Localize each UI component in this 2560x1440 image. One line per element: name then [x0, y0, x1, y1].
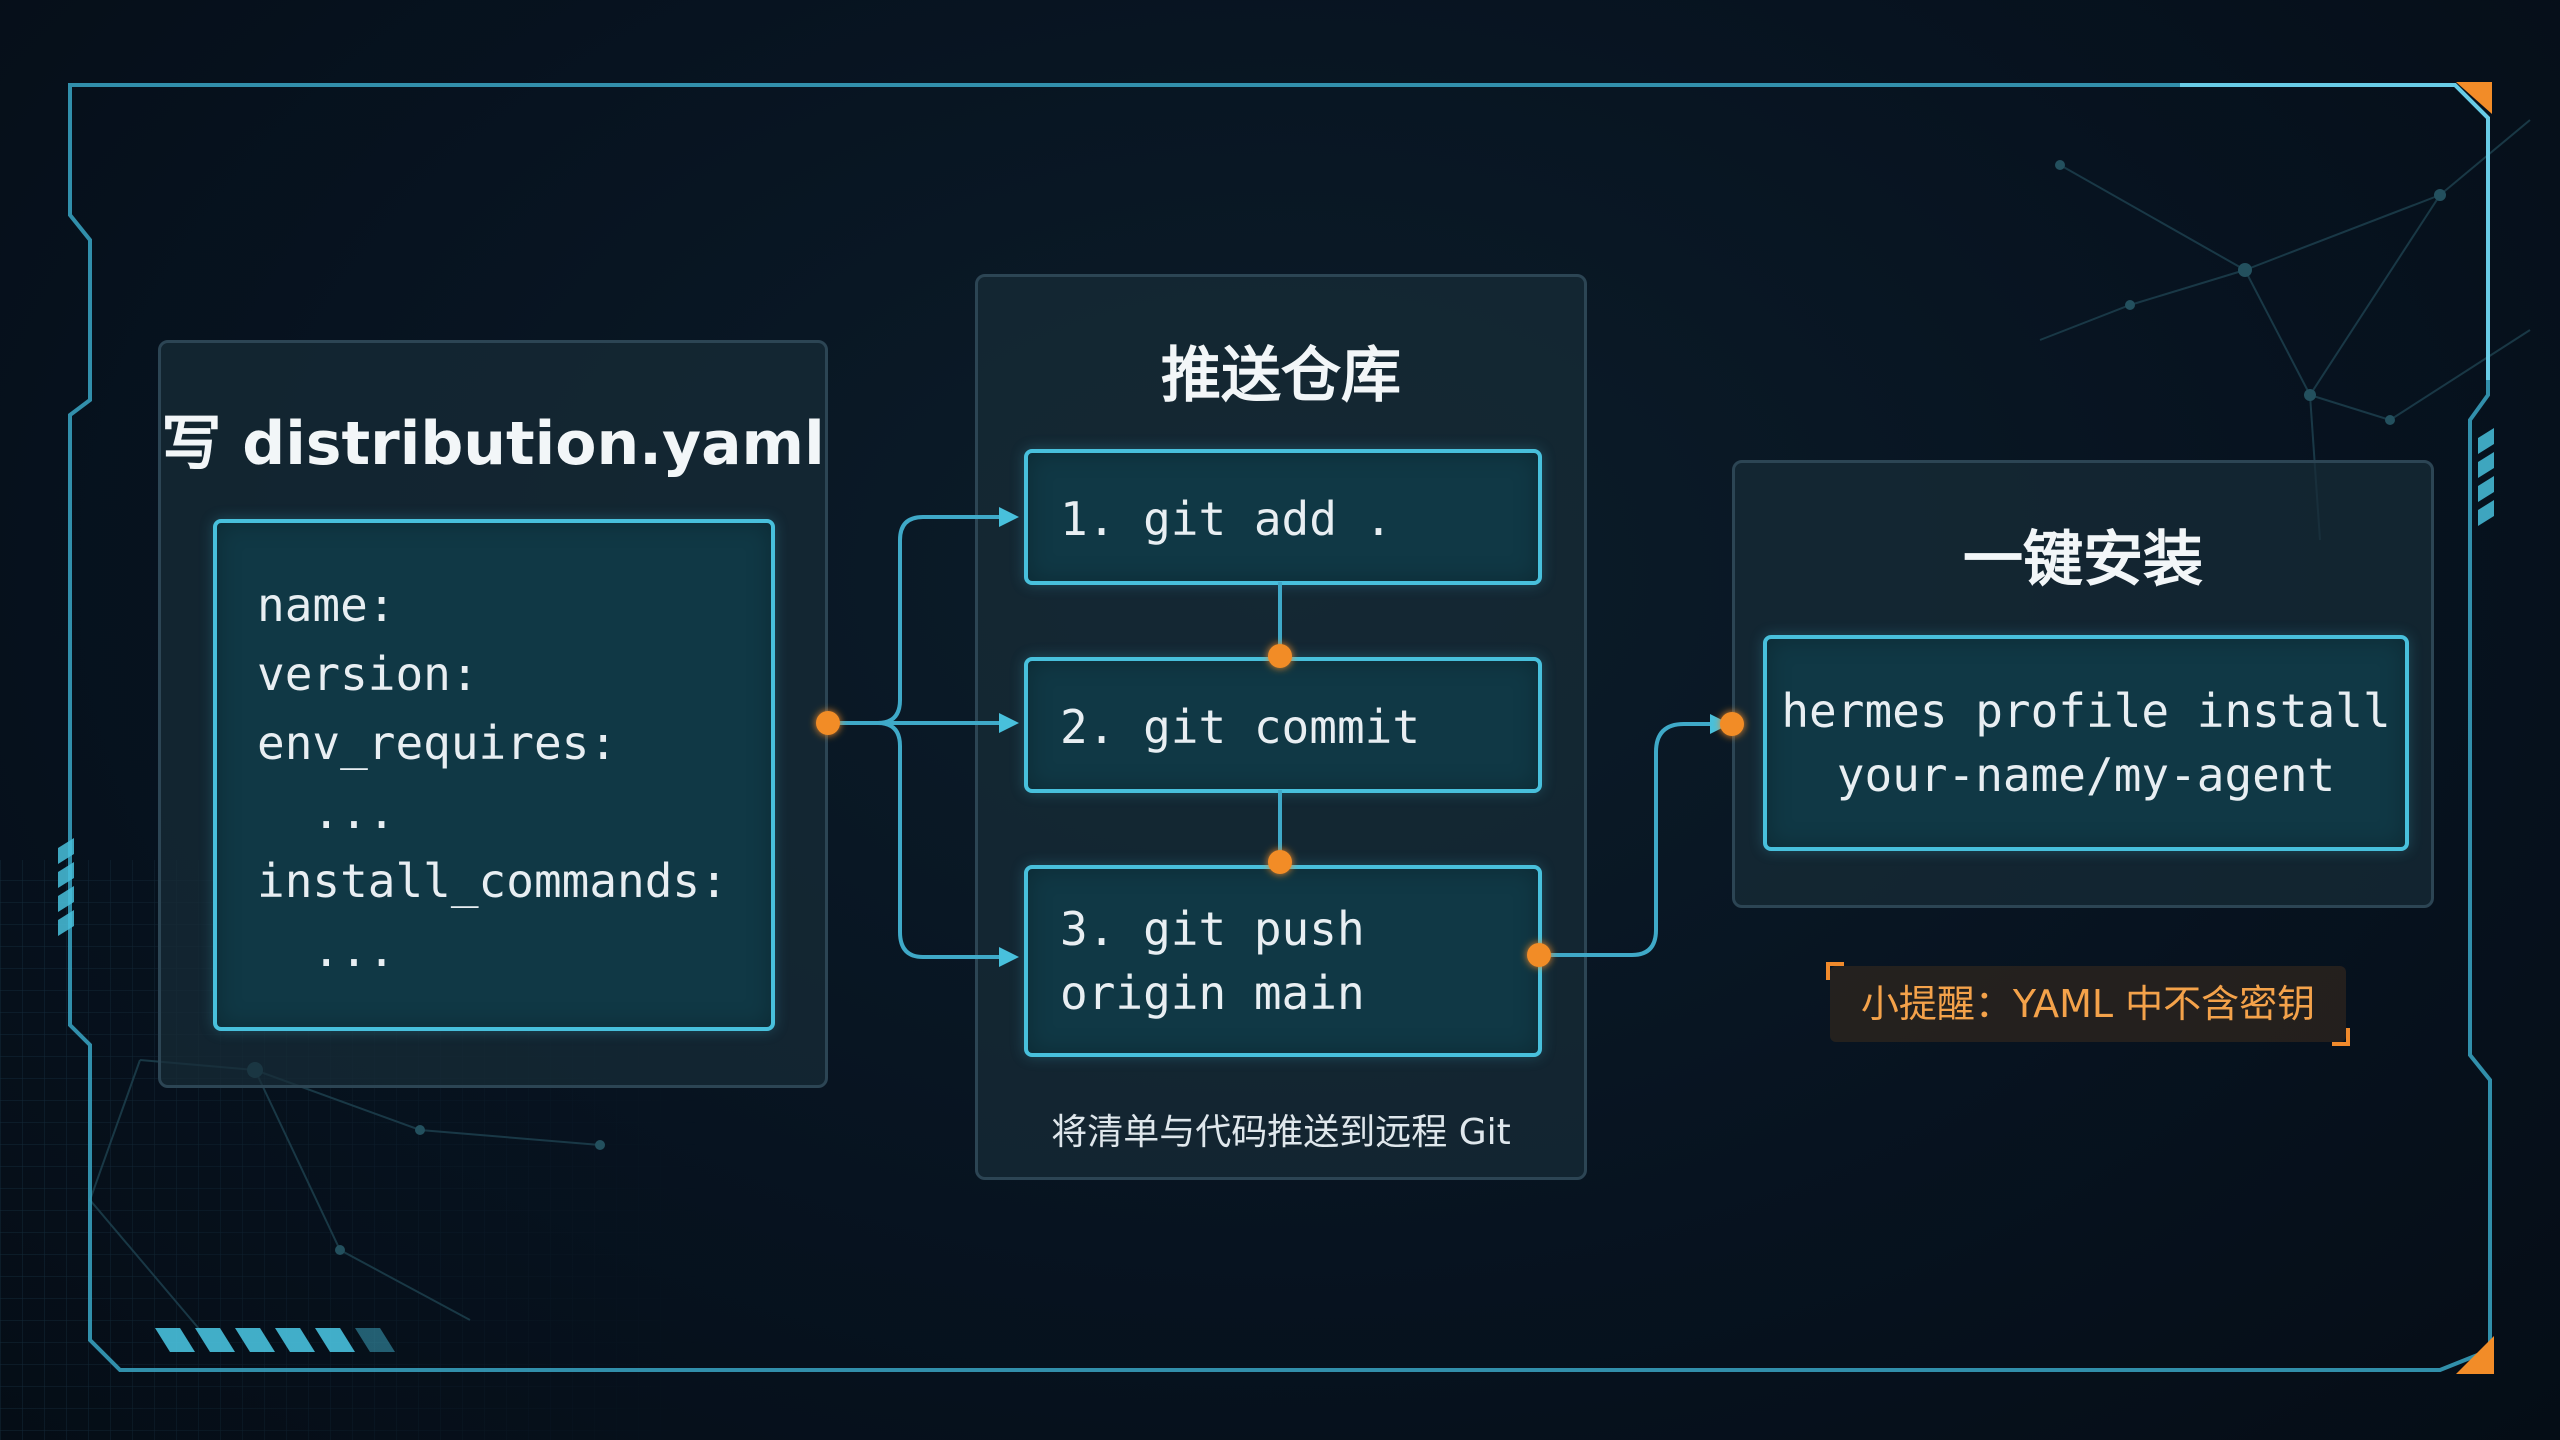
- install-command-line: hermes profile install: [1781, 684, 2391, 738]
- yaml-line: ...: [257, 785, 396, 839]
- push-panel-title: 推送仓库: [1161, 341, 1401, 411]
- tip-corner: [1826, 962, 1844, 980]
- yaml-line: version:: [257, 647, 479, 701]
- yaml-panel-title: 写 distribution.yaml: [161, 409, 825, 479]
- step-text: 2. git commit: [1060, 700, 1421, 754]
- install-panel-title: 一键安装: [1963, 525, 2203, 595]
- connector-to-push: [877, 721, 1019, 967]
- yaml-line: name:: [257, 578, 396, 632]
- security-tip-text: 小提醒：YAML 中不含密钥: [1860, 982, 2316, 1026]
- step-add-box: 1. git add .: [1024, 449, 1542, 585]
- yaml-code-box: name: version: env_requires: ... install…: [213, 519, 775, 1031]
- step-text: origin main: [1060, 966, 1365, 1020]
- yaml-line: install_commands:: [257, 854, 728, 908]
- yaml-line: env_requires:: [257, 716, 618, 770]
- yaml-panel: 写 distribution.yaml name: version: env_r…: [158, 340, 828, 1088]
- step-text: 1. git add .: [1060, 492, 1393, 546]
- connector-node: [1527, 943, 1551, 967]
- yaml-line: ...: [257, 923, 396, 977]
- connector-node: [1268, 850, 1292, 874]
- connector-node: [1268, 644, 1292, 668]
- connector-to-install: [1539, 714, 1730, 957]
- install-command-box: hermes profile install your-name/my-agen…: [1763, 635, 2409, 851]
- step-push-box: 3. git push origin main: [1024, 865, 1542, 1057]
- connector-node: [816, 711, 840, 735]
- tip-corner: [2332, 1028, 2350, 1046]
- connector-node: [1720, 712, 1744, 736]
- push-panel: 推送仓库 1. git add . 2. git commit 3. git p…: [975, 274, 1587, 1180]
- push-caption: 将清单与代码推送到远程 Git: [1051, 1112, 1511, 1153]
- install-panel: 一键安装 hermes profile install your-name/my…: [1732, 460, 2434, 908]
- connector-to-add: [828, 507, 1019, 725]
- step-text: 3. git push: [1060, 902, 1365, 956]
- security-tip: 小提醒：YAML 中不含密钥: [1826, 962, 2350, 1046]
- install-command-line: your-name/my-agent: [1836, 748, 2336, 802]
